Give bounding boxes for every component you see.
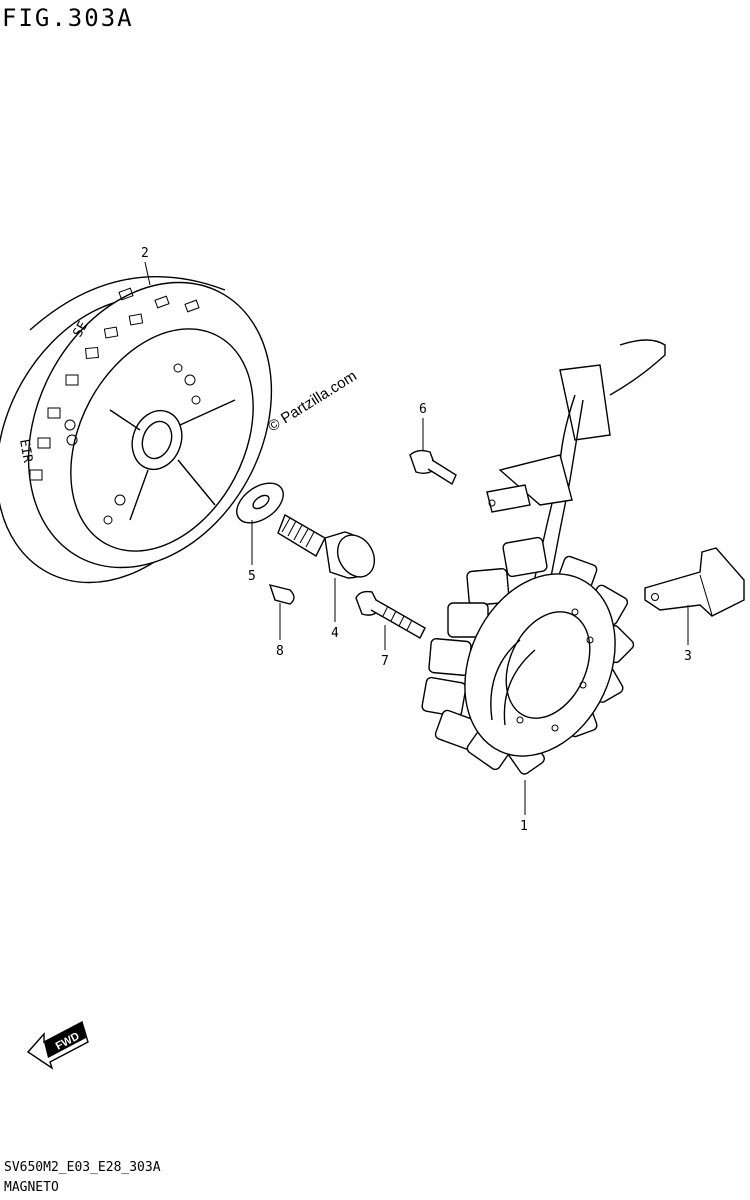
callout-5: 5 [248,569,256,584]
callout-2: 2 [141,246,149,261]
bracket[interactable] [644,547,745,617]
footer-code: SV650M2_E03_E28_303A [4,1160,161,1175]
fwd-arrow-icon: FWD [26,1020,89,1070]
washer[interactable] [230,475,291,531]
watermark: © Partzilla.com [265,367,360,435]
callout-1: 1 [520,819,528,834]
key[interactable] [268,584,295,605]
callout-6: 6 [419,402,427,417]
callout-3: 3 [684,649,692,664]
rotor[interactable]: SE EIR [0,240,319,625]
svg-text:SE: SE [70,319,91,340]
callout-4: 4 [331,626,339,641]
footer-name: MAGNETO [4,1180,59,1195]
figure-title: FIG.303A [2,4,134,32]
callout-7: 7 [381,654,389,669]
screw-7[interactable] [355,590,426,639]
leader-lines [144,261,689,815]
callout-8: 8 [276,644,284,659]
stator[interactable] [421,339,666,781]
svg-text:EIR: EIR [16,438,35,464]
rotor-bolt[interactable] [277,513,382,584]
screw-6[interactable] [409,449,457,486]
